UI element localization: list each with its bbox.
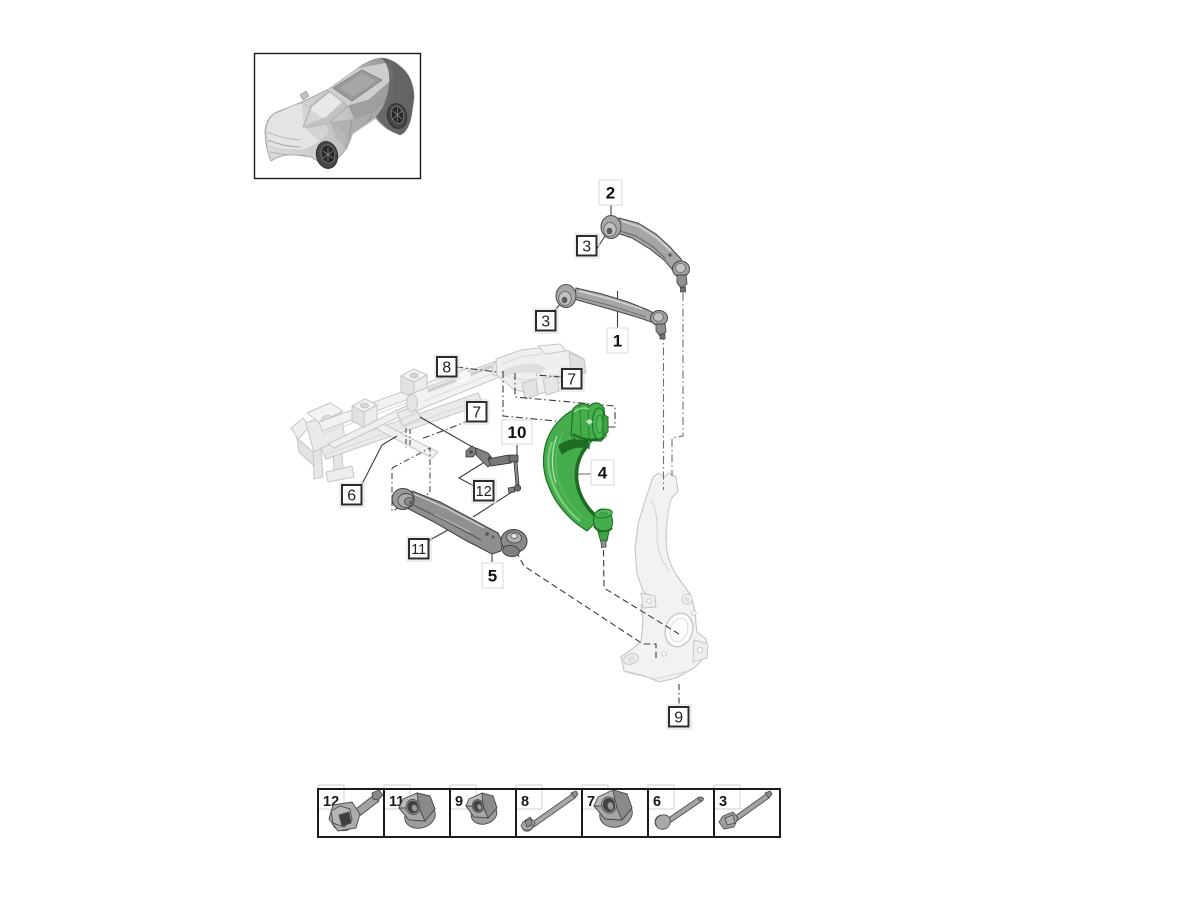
- svg-text:12: 12: [476, 484, 492, 500]
- svg-text:6: 6: [347, 488, 356, 505]
- svg-text:10: 10: [508, 423, 527, 442]
- svg-text:9: 9: [455, 794, 463, 810]
- svg-text:2: 2: [606, 184, 615, 203]
- svg-text:11: 11: [411, 542, 426, 558]
- svg-text:4: 4: [598, 464, 608, 483]
- svg-text:6: 6: [653, 794, 661, 810]
- svg-text:3: 3: [541, 314, 550, 331]
- svg-text:5: 5: [488, 567, 497, 586]
- svg-text:3: 3: [582, 239, 591, 256]
- svg-text:7: 7: [587, 794, 595, 810]
- svg-text:9: 9: [674, 710, 683, 727]
- svg-text:1: 1: [613, 332, 622, 351]
- svg-text:8: 8: [521, 794, 529, 810]
- svg-text:7: 7: [567, 372, 576, 389]
- svg-text:8: 8: [442, 360, 451, 377]
- svg-text:3: 3: [719, 794, 727, 810]
- svg-text:7: 7: [472, 405, 481, 422]
